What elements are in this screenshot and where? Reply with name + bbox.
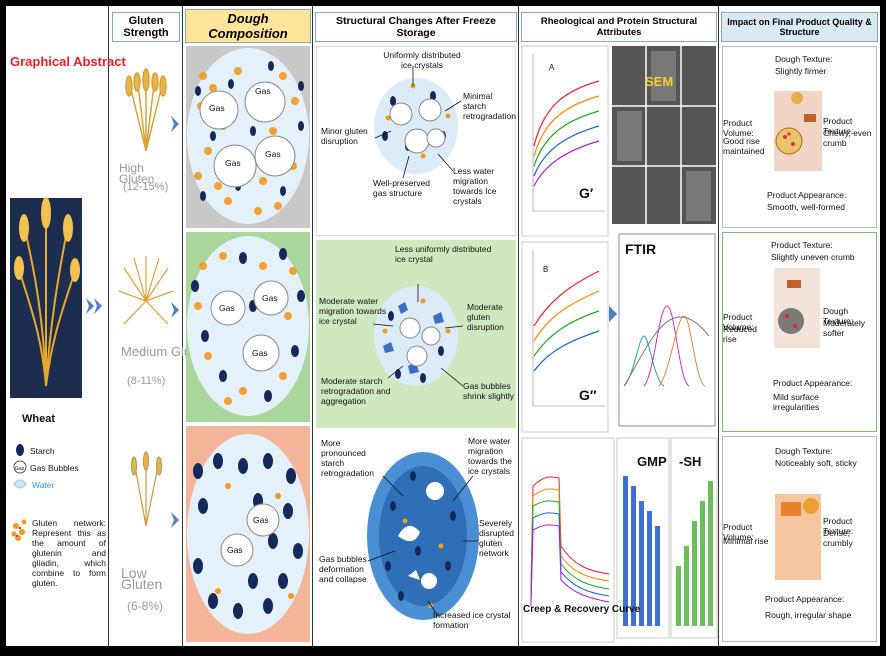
mid-product-volume: Product Volume:: [723, 312, 754, 332]
top-note-less-water: Less water migration towards Ice crystal…: [453, 166, 497, 206]
mid-product-appearance-value: Mild surface irregularities: [773, 392, 820, 412]
product-illustrations: [774, 91, 822, 580]
medium-gluten-product-panel: [722, 232, 877, 432]
mid-note-gluten: Moderate gluten disruption: [467, 302, 504, 332]
wheat-label: Wheat: [22, 413, 55, 425]
mid-note-ice: Less uniformly distributed ice crystal: [395, 244, 492, 264]
g-double-prime-label: G″: [579, 387, 597, 403]
legend-water: Water: [32, 480, 55, 490]
low-note-starch: More pronounced starch retrogradation: [321, 438, 374, 478]
gas-bubble-label: Gas: [265, 149, 281, 159]
dough-composition-column: Dough Composition: [183, 6, 313, 646]
mid-dough-texture-value: Moderately softer: [823, 318, 866, 338]
mid-dough-texture: Dough Texture:: [823, 306, 854, 326]
low-gluten-pct: (6-8%): [127, 599, 164, 613]
low-dough-texture-value: Noticeably soft, sticky: [775, 458, 857, 468]
rheology-charts: [521, 45, 718, 643]
low-note-gas-collapse: Gas bubbles deformation and collapse: [319, 554, 367, 584]
graphical-abstract-frame: Graphical Abstract: [6, 6, 880, 646]
low-note-water: More water migration towards the ice cry…: [468, 436, 512, 476]
mid-product-texture: Product Texture:: [771, 240, 833, 250]
top-product-texture: Product Texture:: [823, 116, 854, 136]
top-product-appearance: Product Appearance:: [767, 190, 847, 200]
gas-bubble-label: Gas: [219, 303, 235, 313]
low-gluten-label: Low Gluten: [121, 565, 163, 592]
gas-bubble-label: Gas: [255, 86, 271, 96]
mid-note-starch: Moderate starch retrogradation and aggre…: [321, 376, 391, 406]
wheat-illustration: [10, 197, 102, 541]
structural-changes-column: Structural Changes After Freeze Storage: [313, 6, 519, 646]
low-note-ice: Increased ice crystal formation: [433, 610, 511, 630]
plot-a-label: A: [549, 63, 555, 72]
top-note-minor-gluten: Minor gluten disruption: [321, 126, 368, 146]
graphical-abstract-title: Graphical Abstract: [10, 54, 126, 69]
gmp-label: GMP: [637, 454, 667, 469]
legend-starch: Starch: [30, 446, 55, 456]
high-gluten-product-panel: [722, 46, 877, 228]
low-product-appearance: Product Appearance:: [765, 594, 845, 604]
top-dough-texture-value: Slightly firmer: [775, 66, 827, 76]
structural-changes-header: Structural Changes After Freeze Storage: [315, 12, 517, 42]
medium-gluten-pct: (8-11%): [127, 375, 166, 387]
mid-product-texture-value: Slightly uneven crumb: [771, 252, 855, 262]
legend-gas-bubbles: Gas Bubbles: [30, 463, 79, 473]
low-dough-texture: Dough Texture:: [775, 446, 833, 456]
legend-column: Graphical Abstract: [6, 6, 126, 646]
mid-product-appearance: Product Appearance:: [773, 378, 853, 388]
wheat-strength-icons: [118, 68, 179, 528]
low-gluten-product-panel: [722, 436, 877, 642]
top-product-texture-value: Chewy, even crumb: [823, 128, 872, 148]
ftir-label: FTIR: [625, 241, 657, 257]
sh-label: -SH: [679, 454, 702, 469]
top-dough-texture: Dough Texture:: [775, 54, 833, 64]
top-product-appearance-value: Smooth, well-formed: [767, 202, 845, 212]
top-note-minimal-starch: Minimal starch retrogradation: [463, 91, 516, 121]
mid-product-volume-value: Reduced rise: [723, 324, 758, 344]
high-gluten-pct: (12-15%): [123, 181, 169, 193]
top-note-gas-structure: Well-preserved gas structure: [373, 178, 431, 198]
dough-structure-drawings: [187, 48, 309, 634]
product-quality-header: Impact on Final Product Quality & Struct…: [721, 12, 878, 42]
mid-note-gas: Gas bubbles shrink slightly: [463, 381, 515, 401]
gluten-strength-column: Gluten Strength High Gluten (12-15%): [109, 6, 209, 646]
low-product-volume-value: Minimal rise: [723, 536, 769, 546]
low-product-texture: Product Texture:: [823, 516, 854, 536]
gas-bubble-label: Gas: [262, 293, 278, 303]
top-product-volume-value: Good rise maintained: [723, 136, 765, 156]
gas-bubble-label: Gas: [253, 515, 269, 525]
gas-bubble-label: Gas: [252, 348, 268, 358]
structure-change-drawings: [367, 66, 479, 620]
low-product-texture-value: Dense, crumbly: [823, 528, 853, 548]
top-product-volume: Product Volume:: [723, 118, 754, 138]
dough-composition-header: Dough Composition: [185, 9, 311, 43]
high-gluten-label: High Gluten: [119, 161, 155, 186]
gas-bubble-label: Gas: [227, 545, 243, 555]
g-prime-label: G′: [579, 185, 594, 201]
creep-recovery-label: Creep & Recovery Curve: [523, 604, 641, 615]
sem-label: SEM: [645, 74, 674, 89]
rheology-column: Rheological and Protein Structural Attri…: [519, 6, 719, 646]
low-product-volume: Product Volume:: [723, 522, 754, 542]
gas-bubble-label: Gas: [225, 158, 241, 168]
gluten-strength-header: Gluten Strength: [112, 12, 180, 42]
product-quality-column: Impact on Final Product Quality & Struct…: [719, 6, 880, 646]
top-note-uniform-ice: Uniformly distributed ice crystals: [383, 50, 461, 70]
low-product-appearance-value: Rough, irregular shape: [765, 610, 852, 620]
rheology-header: Rheological and Protein Structural Attri…: [521, 12, 717, 42]
plot-b-label: B: [543, 265, 549, 274]
gas-bubble-label: Gas: [209, 103, 225, 113]
mid-note-water: Moderate water migration towards ice cry…: [319, 296, 387, 326]
low-note-gluten: Severely disrupted gluten network: [479, 518, 514, 558]
legend-gas-icon-text: Gas: [15, 466, 25, 472]
legend-gluten-network: Gluten network: Represent this as the am…: [32, 518, 106, 588]
